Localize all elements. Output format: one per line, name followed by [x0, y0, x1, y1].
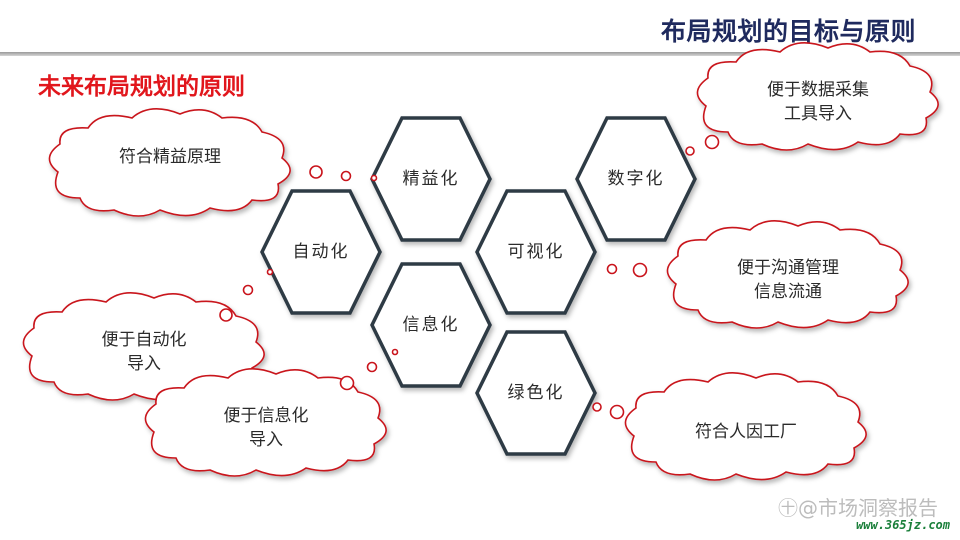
bubble-info-1	[339, 375, 355, 391]
cloud-lean	[48, 108, 291, 217]
bubble-visual-2	[606, 263, 618, 275]
cloud-digital-line1: 便于数据采集	[767, 80, 869, 100]
cloud-auto-line2: 导入	[127, 354, 161, 374]
hexagon-label-digital: 数字化	[607, 169, 665, 189]
hexagon-info	[370, 262, 492, 388]
hexagon-auto	[260, 189, 382, 315]
bubble-auto-2	[242, 284, 254, 296]
cloud-info-line2: 导入	[249, 430, 283, 450]
cloud-lean-line1: 符合精益原理	[119, 147, 221, 167]
cloud-label-info: 便于信息化 导入	[166, 404, 366, 452]
bubble-digital-2	[685, 146, 695, 156]
hexagon-label-green: 绿色化	[507, 383, 565, 403]
hexagon-green	[475, 330, 597, 456]
cloud-label-visual: 便于沟通管理 信息流通	[688, 256, 888, 304]
cloud-info-line1: 便于信息化	[223, 406, 309, 426]
hexagon-label-auto: 自动化	[292, 242, 350, 262]
bubble-visual-1	[632, 262, 648, 278]
hexagon-label-info: 信息化	[402, 315, 460, 335]
cloud-visual	[666, 220, 909, 329]
bubble-auto-3	[266, 268, 274, 276]
cloud-label-green: 符合人因工厂	[646, 420, 846, 444]
hexagon-label-lean: 精益化	[402, 169, 460, 189]
cloud-label-auto: 便于自动化 导入	[44, 328, 244, 376]
watermark-text: ㊉@市场洞察报告	[778, 496, 938, 520]
cloud-info	[144, 368, 387, 477]
bubble-info-3	[391, 348, 399, 356]
bubble-green-1	[609, 404, 625, 420]
bubble-lean-1	[309, 165, 323, 179]
bubble-lean-2	[340, 170, 352, 182]
hexagon-lean	[370, 116, 492, 242]
header-divider	[0, 52, 960, 56]
cloud-green	[624, 372, 867, 481]
hexagon-label-visual: 可视化	[507, 242, 565, 262]
cloud-digital	[696, 42, 939, 151]
cloud-label-lean: 符合精益原理	[70, 145, 270, 169]
hexagon-visual	[475, 189, 597, 315]
cloud-digital-line2: 工具导入	[784, 104, 852, 124]
watermark-url: www.365jz.com	[856, 518, 950, 532]
header-title: 布局规划的目标与原则	[660, 17, 916, 46]
section-title: 未来布局规划的原则	[38, 74, 245, 100]
bubble-info-2	[366, 361, 378, 373]
bubble-digital-1	[704, 134, 720, 150]
cloud-auto-line1: 便于自动化	[101, 330, 187, 350]
bubble-auto-1	[219, 308, 233, 322]
cloud-visual-line1: 便于沟通管理	[737, 258, 839, 278]
hexagon-digital	[575, 116, 697, 242]
bubble-lean-3	[370, 174, 378, 182]
cloud-label-digital: 便于数据采集 工具导入	[718, 78, 918, 126]
cloud-green-line1: 符合人因工厂	[695, 422, 797, 442]
cloud-auto	[22, 292, 265, 401]
cloud-visual-line2: 信息流通	[754, 282, 822, 302]
bubble-green-2	[592, 402, 602, 412]
